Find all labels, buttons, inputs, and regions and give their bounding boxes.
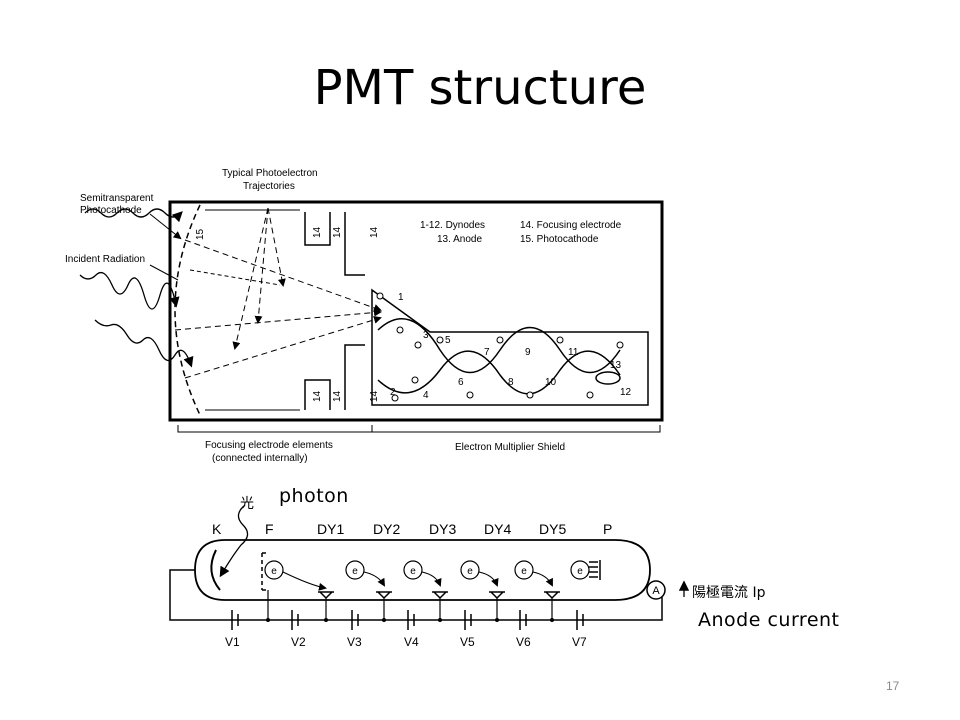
dynode-num-6: 6: [458, 377, 464, 388]
electrode-DY3: DY3: [429, 521, 456, 537]
anode: [595, 371, 621, 385]
num-14-a: 14: [312, 226, 323, 238]
top-diagram-labels: Semitransparent Photocathode Typical Pho…: [65, 168, 632, 464]
cathode: [210, 549, 221, 591]
dynode-num-1: 1: [398, 292, 404, 303]
photon-label: photon: [279, 485, 349, 507]
electrode-K: K: [212, 521, 222, 537]
voltage-V4: V4: [404, 635, 419, 649]
electrode-DY5: DY5: [539, 521, 566, 537]
dynode-num-8: 8: [508, 377, 514, 388]
dynode-num-2: 2: [390, 387, 396, 398]
tube-capsule: [194, 539, 651, 601]
electron-label-1: e: [271, 566, 277, 577]
dynode-num-9: 9: [525, 347, 531, 358]
label-photocathode-1: Semitransparent: [80, 193, 154, 204]
num-15: 15: [195, 228, 206, 240]
electron-label-3: e: [410, 566, 416, 577]
page-number: 17: [886, 679, 900, 693]
pmt-cross-section: [79, 200, 664, 433]
electron-3: [403, 560, 423, 580]
label-focusing-1: Focusing electrode elements: [205, 440, 333, 451]
focus-grid: [261, 552, 268, 591]
dynode-chain: [377, 318, 621, 374]
batteries: [231, 610, 584, 630]
focusing-electrode-top: [304, 212, 365, 276]
voltage-V5: V5: [460, 635, 475, 649]
slide-title: PMT structure: [313, 60, 647, 116]
dynode-num-13: 13: [610, 360, 622, 371]
anode-current-chinese: 陽極電流 Ip: [692, 585, 766, 601]
dynode-num-11: 11: [568, 347, 579, 358]
dynode-num-7: 7: [484, 347, 490, 358]
tube-outline: [168, 200, 664, 422]
anode-plate: [589, 560, 601, 580]
label-focusing-2: (connected internally): [212, 453, 308, 464]
label-trajectories-1: Typical Photoelectron: [222, 168, 318, 179]
label-trajectories-2: Trajectories: [243, 181, 295, 192]
electron-label-2: e: [352, 566, 358, 577]
num-14-c: 14: [369, 226, 380, 238]
legend-row2-right: 15. Photocathode: [520, 234, 599, 245]
photon-arrow: [219, 504, 249, 578]
dynode-num-12: 12: [620, 387, 632, 398]
dynode-num-4: 4: [423, 390, 429, 401]
legend-row2-left: 13. Anode: [437, 234, 482, 245]
dynode-num-10: 10: [545, 377, 557, 388]
electron-label-4: e: [467, 566, 473, 577]
num-14-d: 14: [312, 390, 323, 402]
focusing-bracket: [177, 425, 373, 433]
electrode-DY4: DY4: [484, 521, 511, 537]
anode-current-label: Anode current: [698, 609, 840, 631]
ammeter: [646, 580, 666, 600]
electrode-F: F: [265, 521, 274, 537]
legend-row1-left: 1-12. Dynodes: [420, 220, 485, 231]
num-14-b: 14: [332, 226, 343, 238]
label-photocathode-2: Photocathode: [80, 205, 142, 216]
voltage-V7: V7: [572, 635, 587, 649]
label-shield: Electron Multiplier Shield: [455, 442, 565, 453]
electrode-DY2: DY2: [373, 521, 400, 537]
electron-5: [514, 560, 534, 580]
electrode-DY1: DY1: [317, 521, 344, 537]
voltage-V6: V6: [516, 635, 531, 649]
electrode-P: P: [603, 521, 612, 537]
dynode-num-5: 5: [445, 335, 451, 346]
num-14-e: 14: [332, 390, 343, 402]
num-14-f: 14: [369, 390, 380, 402]
dynode-chamber: [371, 288, 649, 406]
photon-char: 光: [240, 496, 254, 512]
label-incident: Incident Radiation: [65, 254, 145, 265]
ammeter-label: A: [652, 585, 660, 597]
voltage-V3: V3: [347, 635, 362, 649]
electron-2: [345, 560, 365, 580]
pmt-circuit: [169, 504, 690, 630]
voltage-V1: V1: [225, 635, 240, 649]
electron-label-5: e: [521, 566, 527, 577]
electron-6: [570, 560, 590, 580]
electron-1: [264, 560, 284, 580]
dynode-plates: [318, 591, 560, 600]
legend-row1-right: 14. Focusing electrode: [520, 220, 622, 231]
dynode-num-3: 3: [423, 330, 429, 341]
electron-4: [460, 560, 480, 580]
shield-bracket: [371, 425, 661, 433]
focusing-electrode-bottom: [304, 344, 365, 410]
bottom-diagram-labels: 光 K F DY1 DY2 DY3 DY4 DY5 P e e e e e e …: [212, 496, 766, 649]
voltage-V2: V2: [291, 635, 306, 649]
electron-label-6: e: [577, 566, 583, 577]
